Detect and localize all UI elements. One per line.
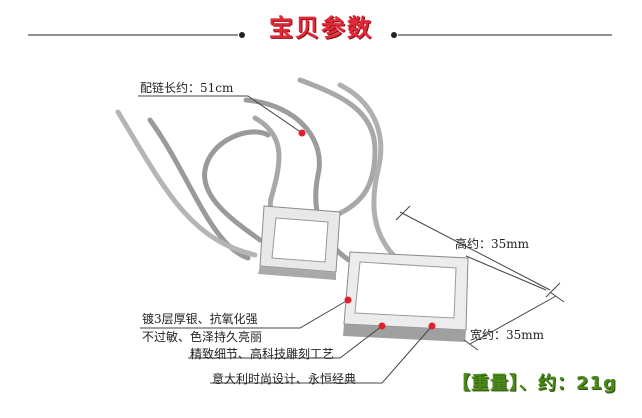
material-label-line2: 不过敏、色泽持久亮丽 [142, 330, 263, 344]
chain-length-pointer [138, 95, 303, 134]
material-label-line1: 镀3层厚银、抗氧化强 [142, 312, 258, 326]
height-dimension-line [399, 211, 551, 291]
craft-label: 精致细节、高科技雕刻工艺 [190, 347, 335, 361]
height-label: 高约：35mm [455, 237, 530, 251]
material-pointer [140, 299, 349, 329]
width-dimension-line [469, 295, 557, 345]
material-marker [344, 296, 352, 304]
craft-pointer [188, 325, 383, 359]
design-label: 意大利时尚设计、永恒经典 [212, 372, 357, 386]
craft-marker [378, 322, 386, 330]
weight-label: 【重量】、约：21g [452, 373, 617, 394]
chain-length-label: 配链长约：51cm [140, 81, 234, 95]
width-label: 宽约：35mm [470, 328, 545, 342]
necklace-chains [115, 77, 401, 276]
small-square-pendant [258, 205, 341, 280]
header-bullet-left [239, 32, 245, 38]
design-pointer [210, 325, 433, 384]
page-title: 宝贝参数 [269, 14, 373, 42]
large-square-pendant [343, 251, 469, 342]
header-bullet-right [391, 32, 397, 38]
design-marker [428, 322, 436, 330]
chain-length-marker [298, 129, 306, 137]
